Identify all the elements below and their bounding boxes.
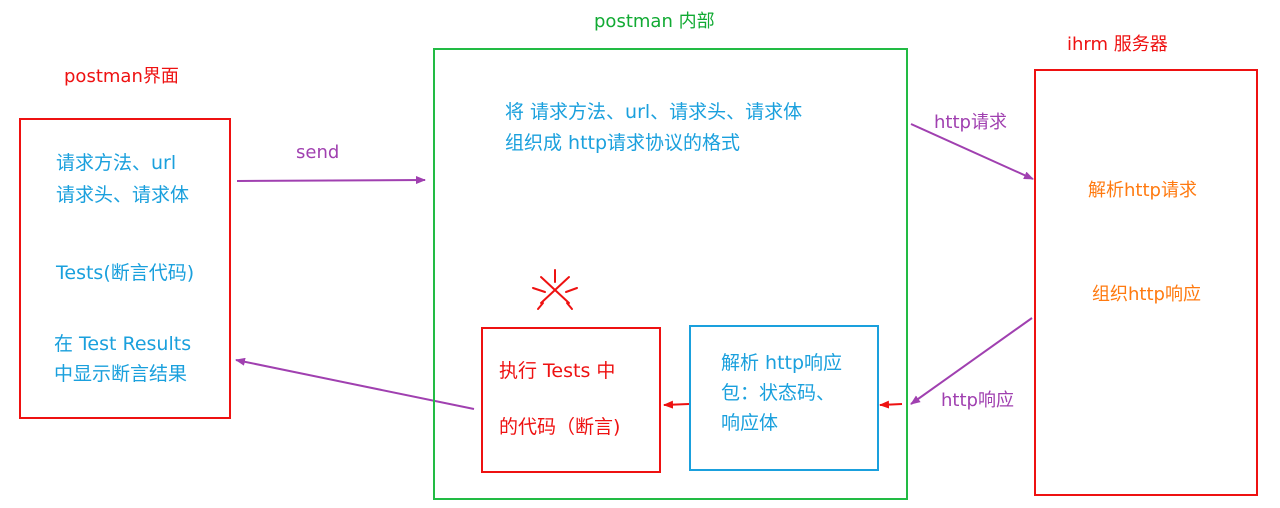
request-method-url-text: 请求方法、url [56,152,177,174]
send-arrow [236,176,426,185]
http-response-arrow [910,317,1033,405]
execute-tests-text-2: 的代码（断言) [499,416,621,438]
tests-code-text: Tests(断言代码) [56,262,195,284]
send-label: send [296,142,340,163]
http-request-arrow [910,123,1034,180]
important-mark-icon [532,269,578,310]
execute-tests-text-1: 执行 Tests 中 [499,360,616,382]
parse-to-exec-arrow [663,400,690,409]
parse-response-text-3: 响应体 [721,412,779,434]
parse-request-text: 解析http请求 [1088,180,1197,201]
test-results-text: 在 Test Results [54,333,192,355]
to-parse-box-arrow [879,400,903,409]
server-box: 解析http请求 组织http响应 [1034,69,1258,496]
server-title: ihrm 服务器 [1067,34,1168,55]
organize-request-text-2: 组织成 http请求协议的格式 [505,132,741,154]
postman-internal-title: postman 内部 [594,11,715,32]
http-request-label: http请求 [934,112,1007,133]
postman-internal-box: 将 请求方法、url、请求头、请求体 组织成 http请求协议的格式 [433,48,908,500]
parse-response-box: 解析 http响应 包：状态码、 响应体 [689,325,879,471]
build-response-text: 组织http响应 [1092,284,1201,305]
execute-tests-box: 执行 Tests 中 的代码（断言) [481,327,661,473]
request-header-body-text: 请求头、请求体 [56,184,190,206]
postman-ui-box: 请求方法、url 请求头、请求体 Tests(断言代码) 在 Test Resu… [19,118,231,419]
organize-request-text-1: 将 请求方法、url、请求头、请求体 [505,101,803,123]
parse-response-text-1: 解析 http响应 [721,352,843,374]
show-assert-results-text: 中显示断言结果 [54,363,188,385]
parse-response-text-2: 包：状态码、 [721,382,836,404]
http-response-label: http响应 [941,390,1014,411]
postman-ui-title: postman界面 [64,66,179,87]
